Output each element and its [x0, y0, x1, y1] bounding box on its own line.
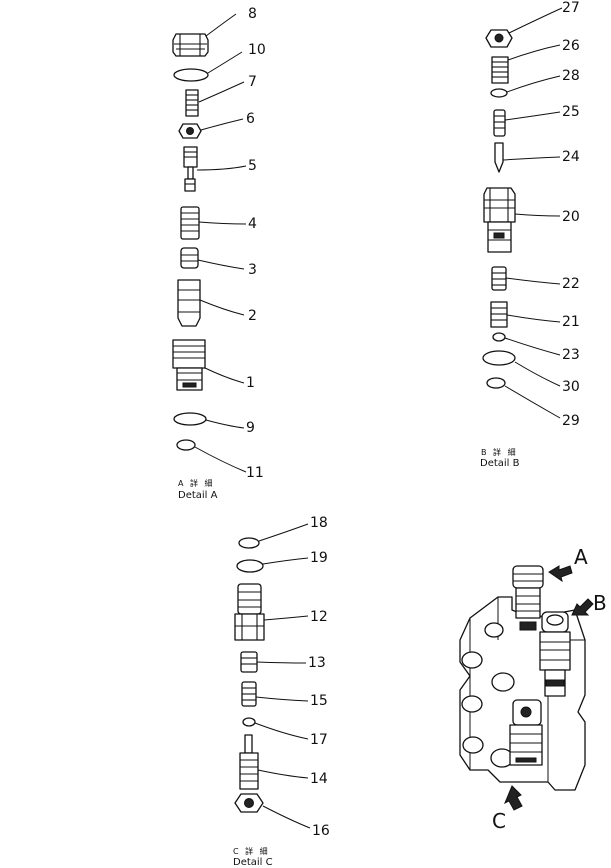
caption-c-jp: C 詳 細	[233, 846, 270, 856]
callout-23: 23	[562, 347, 580, 363]
callout-7: 7	[248, 74, 257, 90]
port-1	[484, 622, 504, 638]
view-letter-b: B	[593, 591, 607, 615]
callout-22: 22	[562, 276, 580, 292]
view-letter-c: C	[492, 809, 506, 833]
cartridge-a	[512, 565, 544, 631]
callout-12: 12	[310, 609, 328, 625]
callout-28: 28	[562, 68, 580, 84]
part-30-o-ring	[482, 350, 516, 366]
part-10-o-ring	[173, 68, 209, 82]
port-3	[491, 672, 515, 692]
callout-20: 20	[562, 209, 580, 225]
port-4	[461, 695, 483, 713]
caption-c-en: Detail C	[233, 857, 273, 868]
part-15-spring	[241, 681, 257, 707]
caption-b-jp: B 詳 細	[481, 447, 518, 457]
valve-assembly: A B C	[459, 545, 607, 833]
callout-30: 30	[562, 379, 580, 395]
callout-18: 18	[310, 515, 328, 531]
part-4-spring	[180, 206, 200, 240]
callout-24: 24	[562, 149, 580, 165]
callout-3: 3	[248, 262, 257, 278]
part-14-adjuster	[239, 734, 259, 790]
port-2	[461, 651, 483, 669]
callout-2: 2	[248, 308, 257, 324]
cartridge-b	[539, 611, 571, 697]
part-2-piston	[177, 279, 201, 327]
callout-26: 26	[562, 38, 580, 54]
callout-11: 11	[246, 465, 264, 481]
part-1-sleeve	[172, 339, 206, 391]
detail-c-group: 18 19 12 13 15 17 14 16 C 詳 細 Detail C	[233, 515, 330, 868]
part-25-spring	[493, 109, 506, 137]
part-7-spring	[185, 89, 199, 117]
callout-8: 8	[248, 6, 257, 22]
arrow-a	[548, 565, 573, 583]
arrow-b	[571, 598, 594, 616]
callout-13: 13	[308, 655, 326, 671]
callout-6: 6	[246, 111, 255, 127]
part-16-nut	[234, 793, 264, 813]
callout-5: 5	[248, 158, 257, 174]
callout-17: 17	[310, 732, 328, 748]
detail-a-group: 8 10 7 6 5 4 3 2 1 9 11 A 詳 細 Detail A	[172, 6, 266, 501]
part-22-spring	[491, 266, 507, 291]
part-13-seat	[240, 651, 258, 673]
part-9-o-ring	[173, 412, 207, 426]
part-26-screw	[491, 56, 509, 84]
callout-10: 10	[248, 42, 266, 58]
cartridge-c	[509, 699, 543, 766]
part-3-seat	[180, 247, 199, 269]
part-23-o-ring	[492, 332, 506, 342]
part-5-poppet	[183, 146, 198, 192]
part-24-needle	[494, 142, 504, 173]
port-5	[462, 736, 484, 754]
caption-a-jp: A 詳 細	[178, 478, 215, 488]
callout-27: 27	[562, 0, 580, 16]
part-12-body	[234, 583, 265, 641]
callout-9: 9	[246, 420, 255, 436]
callout-21: 21	[562, 314, 580, 330]
caption-a-en: Detail A	[178, 490, 218, 501]
part-11-o-ring	[176, 439, 196, 451]
part-27-nut	[485, 29, 513, 48]
part-17-o-ring	[242, 717, 256, 727]
caption-b-en: Detail B	[480, 458, 520, 469]
callout-15: 15	[310, 693, 328, 709]
part-19-o-ring	[236, 559, 264, 573]
callout-4: 4	[248, 216, 257, 232]
part-18-o-ring	[238, 537, 260, 549]
part-6-nut	[178, 123, 202, 139]
part-29-o-ring	[486, 377, 506, 389]
part-8-plug	[172, 33, 209, 57]
callout-29: 29	[562, 413, 580, 429]
callout-1: 1	[246, 375, 255, 391]
part-20-body	[483, 187, 516, 253]
callout-19: 19	[310, 550, 328, 566]
view-letter-a: A	[574, 545, 588, 569]
callout-16: 16	[312, 823, 330, 839]
callout-14: 14	[310, 771, 328, 787]
part-28-o-ring	[490, 88, 508, 98]
detail-b-group: 27 26 28 25 24 20 22 21 23 30 29 B 詳 細 D…	[480, 0, 580, 469]
arrow-c	[504, 785, 523, 811]
part-21-poppet	[490, 301, 508, 328]
callout-25: 25	[562, 104, 580, 120]
